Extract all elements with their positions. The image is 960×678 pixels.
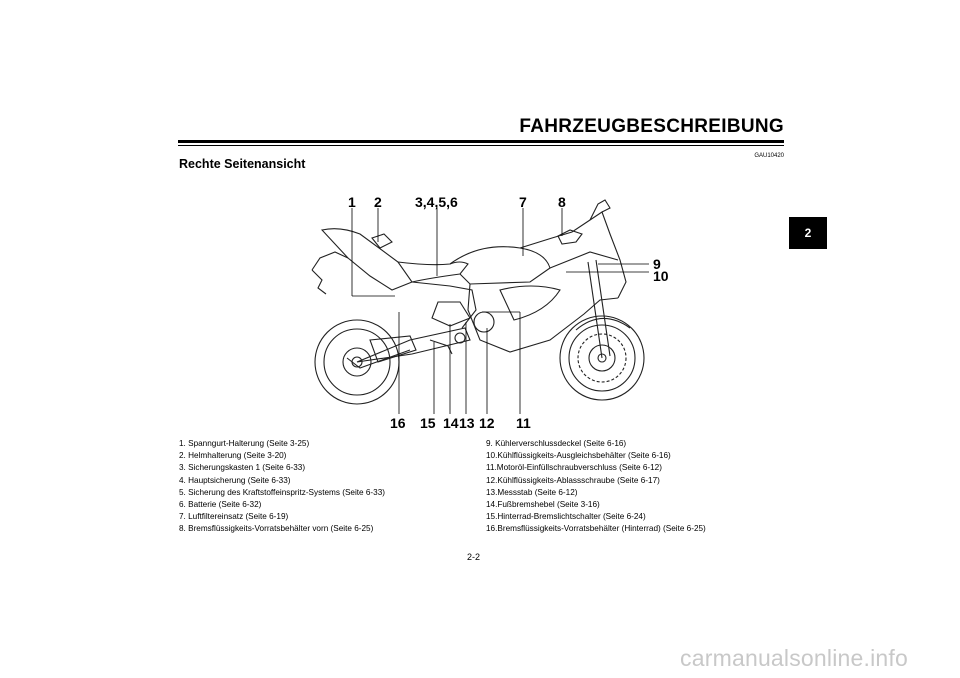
- parts-list-right: 9. Kühlerverschlussdeckel (Seite 6-16) 1…: [486, 438, 706, 536]
- list-item: 12.Kühlflüssigkeits-Ablassschraube (Seit…: [486, 475, 660, 485]
- callout-14: 14: [443, 415, 459, 431]
- callout-8: 8: [558, 194, 566, 210]
- page-number: 2-2: [467, 552, 481, 562]
- list-item: 8. Bremsflüssigkeits-Vorratsbehälter vor…: [179, 524, 374, 534]
- header-rule-thick: [178, 140, 784, 143]
- list-item: 1. Spanngurt-Halterung (Seite 3-25): [179, 439, 310, 448]
- list-item: 9. Kühlerverschlussdeckel (Seite 6-16): [486, 439, 627, 448]
- callout-1: 1: [348, 194, 356, 210]
- header-rule-thin: [178, 145, 784, 146]
- section-title: Rechte Seitenansicht: [179, 157, 306, 171]
- list-item: 13.Messstab (Seite 6-12): [486, 487, 578, 497]
- callout-15: 15: [420, 415, 436, 431]
- motorcycle-drawing: [311, 199, 645, 405]
- list-item: 16.Bremsflüssigkeits-Vorratsbehälter (Hi…: [486, 524, 706, 534]
- list-item: 2. Helmhalterung (Seite 3-20): [179, 451, 287, 461]
- callout-2: 2: [374, 194, 382, 210]
- list-item: 10.Kühlflüssigkeits-Ausgleichsbehälter (…: [486, 451, 671, 461]
- list-item: 6. Batterie (Seite 6-32): [179, 500, 262, 510]
- callout-16: 16: [390, 415, 406, 431]
- callout-11: 11: [516, 415, 531, 431]
- parts-list-left: 1. Spanngurt-Halterung (Seite 3-25) 2. H…: [179, 438, 385, 536]
- list-item: 7. Luftfiltereinsatz (Seite 6-19): [179, 512, 289, 522]
- motorcycle-illustration: 1 2 3,4,5,6 7 8 9 10 16 15 14 13 12 11: [311, 194, 669, 431]
- chapter-tab[interactable]: 2: [789, 217, 827, 249]
- list-item: 3. Sicherungskasten 1 (Seite 6-33): [179, 463, 306, 473]
- watermark: carmanualsonline.info: [680, 645, 908, 671]
- callout-leader-lines: [351, 208, 649, 414]
- list-item: 15.Hinterrad-Bremslichtschalter (Seite 6…: [486, 512, 646, 522]
- page-title: FAHRZEUGBESCHREIBUNG: [519, 116, 784, 137]
- callout-7: 7: [519, 194, 527, 210]
- document-code: GAU10420: [754, 153, 784, 159]
- callout-3-4-5-6: 3,4,5,6: [415, 194, 458, 210]
- list-item: 14.Fußbremshebel (Seite 3-16): [486, 500, 600, 510]
- callout-10: 10: [653, 268, 669, 284]
- list-item: 5. Sicherung des Kraftstoffeinspritz-Sys…: [179, 487, 385, 497]
- list-item: 4. Hauptsicherung (Seite 6-33): [179, 475, 291, 485]
- callout-12: 12: [479, 415, 495, 431]
- list-item: 11.Motoröl-Einfüllschraubverschluss (Sei…: [486, 463, 662, 473]
- callout-13: 13: [459, 415, 475, 431]
- callout-9: 9: [653, 256, 661, 272]
